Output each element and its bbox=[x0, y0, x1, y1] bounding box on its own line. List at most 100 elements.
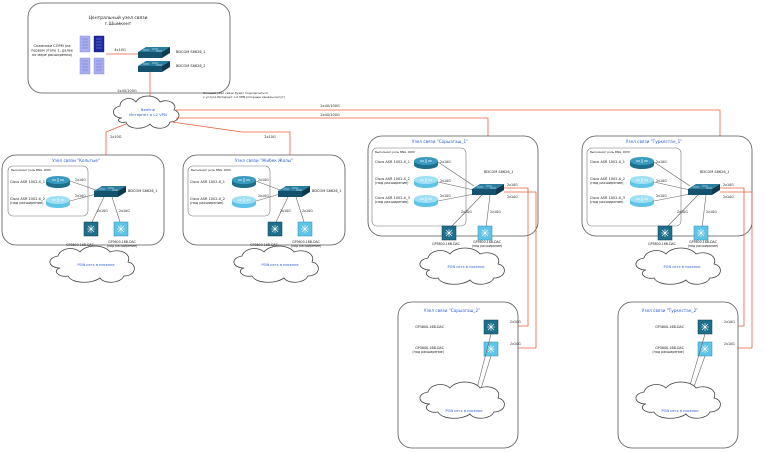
node-saryagash1-link-olt1: 2х10G bbox=[461, 210, 472, 214]
node-saryagash1-olt1-label: GP3600-16B-DAC bbox=[432, 242, 461, 246]
node-turkestan1-pon-cloud bbox=[635, 247, 721, 285]
node-koltye-router1-icon bbox=[45, 175, 71, 189]
trunk-b-label: 2х40/100G bbox=[320, 113, 340, 117]
node-turkestan1-olt2-label-2: (под расширение) bbox=[688, 244, 719, 248]
beeline-note-1: Каждый узел связи будет подключаться bbox=[203, 91, 268, 95]
node-saryagash1-link-r1: 2х10G bbox=[440, 160, 451, 164]
node-koltye-link-olt2: 2х10G bbox=[119, 209, 130, 213]
node-turkestan1-switch-label: BDCOM S8626_1 bbox=[700, 170, 730, 174]
node-turkestan1-router-links bbox=[653, 161, 691, 202]
node-zhibek-router1-label: Cisco ASR 1002-X_1 bbox=[190, 180, 225, 184]
node-saryagash2-box bbox=[397, 301, 519, 449]
node-zhibek-pon-label: PON сеть в поселке bbox=[261, 263, 299, 267]
node-saryagash2-link1: 2х10G bbox=[510, 320, 521, 324]
beeline-label-2: Интернет и L2 VPN bbox=[129, 112, 167, 117]
node-turkestan1-title: Узел связи "Туркестан_1" bbox=[626, 139, 682, 144]
node-saryagash2-title: Узел связи "Сарыагаш_2" bbox=[424, 308, 480, 313]
node-zhibek-olt2-icon bbox=[297, 221, 313, 237]
node-saryagash1-router2-icon bbox=[413, 175, 439, 189]
node-zhibek-link-r1: 2х10G bbox=[258, 178, 269, 182]
sorm-link-label: 4х10G bbox=[114, 48, 126, 52]
node-zhibek-olt1-label: GP3600-16B-DAC bbox=[250, 243, 279, 247]
node-turkestan2-box bbox=[617, 301, 739, 449]
node-turkestan1-router3-label-1: Cisco ASR 1002-X_3 bbox=[590, 196, 625, 200]
node-turkestan2-olt1-icon bbox=[697, 319, 713, 335]
central-title-2: г.Шымкент bbox=[105, 21, 132, 27]
node-turkestan2-link2: 2х10G bbox=[724, 342, 735, 346]
node-koltye-router2-label-1: Cisco ASR 1002-X_2 bbox=[10, 197, 45, 201]
node-saryagash1-pon-cloud bbox=[419, 247, 505, 285]
trunk-d-label: 2х10G bbox=[110, 135, 122, 139]
node-turkestan1-link-r3: 2х10G bbox=[656, 194, 667, 198]
node-turkestan2-olt2-label-1: GP3600-16B-DAC bbox=[655, 346, 684, 350]
node-koltye-router-links bbox=[69, 180, 97, 202]
node-koltye-link-r1: 2х10G bbox=[75, 178, 86, 182]
node-turkestan1-link-olt2: 2х10G bbox=[706, 210, 717, 214]
node-zhibek-olt2-label-2: (под расширение) bbox=[291, 244, 322, 248]
node-saryagash1-router3-label-2: (под расширение) bbox=[375, 200, 409, 204]
node-turkestan2-pon-label: PON сеть в поселке bbox=[661, 409, 699, 413]
node-zhibek-olt1-icon bbox=[267, 221, 283, 237]
node-turkestan2-olt1-label: GP3600-16B-DAC bbox=[655, 325, 684, 329]
node-zhibek-router2-label-2: (под расширение) bbox=[190, 201, 224, 205]
node-saryagash1-olt-links bbox=[449, 194, 491, 229]
node-turkestan2-title: Узел связи "Туркестан_2" bbox=[642, 308, 698, 313]
node-saryagash1-switch-label: BDCOM S8626_1 bbox=[484, 170, 514, 174]
node-saryagash1-pon-label: PON сеть в поселке bbox=[447, 265, 485, 269]
central-node-box bbox=[27, 2, 231, 94]
node-zhibek-bng-group bbox=[187, 165, 271, 217]
sorm-label-3: по мере расширения) bbox=[32, 53, 73, 57]
node-turkestan1-olt-links bbox=[665, 194, 707, 229]
node-koltye-pon-cloud bbox=[49, 245, 135, 283]
node-koltye-title: Узел связи "Кольтые" bbox=[52, 158, 100, 163]
node-koltye-olt2-label-1: GP3600-16B-DAC bbox=[108, 240, 137, 244]
node-turkestan1-pon-label: PON сеть в поселке bbox=[663, 265, 701, 269]
node-koltye-group-label: Выполняет роль BNG, DDM bbox=[11, 168, 51, 172]
sorm-label-1: Съемники СОРМ (на bbox=[33, 44, 70, 48]
node-saryagash1-link-s1: 2х10G bbox=[507, 183, 518, 187]
node-zhibek-olt2-label-1: GP3600-16B-DAC bbox=[292, 240, 321, 244]
node-turkestan2-link1: 2х10G bbox=[724, 320, 735, 324]
node-saryagash2-pon-label: PON сеть в поселке bbox=[445, 409, 483, 413]
node-zhibek-group-label: Выполняет роль BNG, DDM bbox=[191, 168, 231, 172]
node-koltye-router2-label-2: (под расширение) bbox=[10, 201, 44, 205]
node-turkestan1-router2-icon bbox=[629, 175, 655, 189]
node-zhibek-link-r2: 2х10G bbox=[258, 194, 269, 198]
node-saryagash1-link-r3: 2х10G bbox=[440, 194, 451, 198]
node-koltye-olt1-label: GP3600-16B-DAC bbox=[66, 243, 95, 247]
node-saryagash1-router1-label: Cisco ASR 1002-X_1 bbox=[375, 160, 410, 164]
node-koltye-olt1-icon bbox=[83, 221, 99, 237]
node-koltye-router1-label: Cisco ASR 1002-X_1 bbox=[10, 180, 45, 184]
node-turkestan1-link-r1: 2х10G bbox=[656, 160, 667, 164]
node-zhibek-title: Узел связи "Жибек Жолы" bbox=[235, 158, 293, 163]
node-zhibek-router2-label-1: Cisco ASR 1002-X_2 bbox=[190, 197, 225, 201]
node-saryagash1-link-r2: 2х10G bbox=[440, 179, 451, 183]
node-koltye-switch-label: BDCOM S8626_1 bbox=[128, 189, 158, 193]
central-uplink-label: 2х40/100G bbox=[117, 89, 137, 93]
trunk-a-label: 2х40/100G bbox=[320, 104, 340, 108]
node-saryagash1-router1-icon bbox=[413, 156, 439, 170]
node-turkestan1-link-s2: 2х10G bbox=[723, 195, 734, 199]
node-saryagash1-olt1-icon bbox=[441, 225, 457, 241]
node-saryagash1-router2-label-2: (под расширение) bbox=[375, 181, 409, 185]
node-saryagash1-title: Узел связи "Сарыагаш_1" bbox=[412, 139, 468, 144]
node-koltye-olt-links bbox=[91, 196, 121, 223]
node-zhibek-pon-cloud bbox=[233, 245, 319, 283]
node-saryagash2-pon-links bbox=[475, 333, 492, 393]
node-koltye-olt2-icon bbox=[113, 221, 129, 237]
central-switch-2-label: BDCOM S8626_2 bbox=[176, 64, 206, 68]
node-turkestan1-bng-group bbox=[586, 147, 682, 227]
beeline-note-2: к услуге Интернет, L2 VPN (опорные канал… bbox=[203, 95, 285, 99]
node-saryagash1-link-olt2: 2х10G bbox=[490, 210, 501, 214]
node-zhibek-router1-icon bbox=[231, 175, 257, 189]
node-koltye-link-r2: 2х10G bbox=[75, 194, 86, 198]
node-koltye-pon-label: PON сеть в поселке bbox=[77, 263, 115, 267]
node-zhibek-router2-icon bbox=[231, 195, 257, 209]
node-turkestan1-link-r2: 2х10G bbox=[656, 179, 667, 183]
node-turkestan1-router3-icon bbox=[629, 194, 655, 208]
node-turkestan1-olt1-label: GP3600-16B-DAC bbox=[648, 242, 677, 246]
central-title-1: Центральный узел связи bbox=[88, 14, 147, 21]
node-zhibek-link-olt2: 2х10G bbox=[302, 209, 313, 213]
central-switch-1-label: BDCOM S8626_1 bbox=[176, 50, 206, 54]
